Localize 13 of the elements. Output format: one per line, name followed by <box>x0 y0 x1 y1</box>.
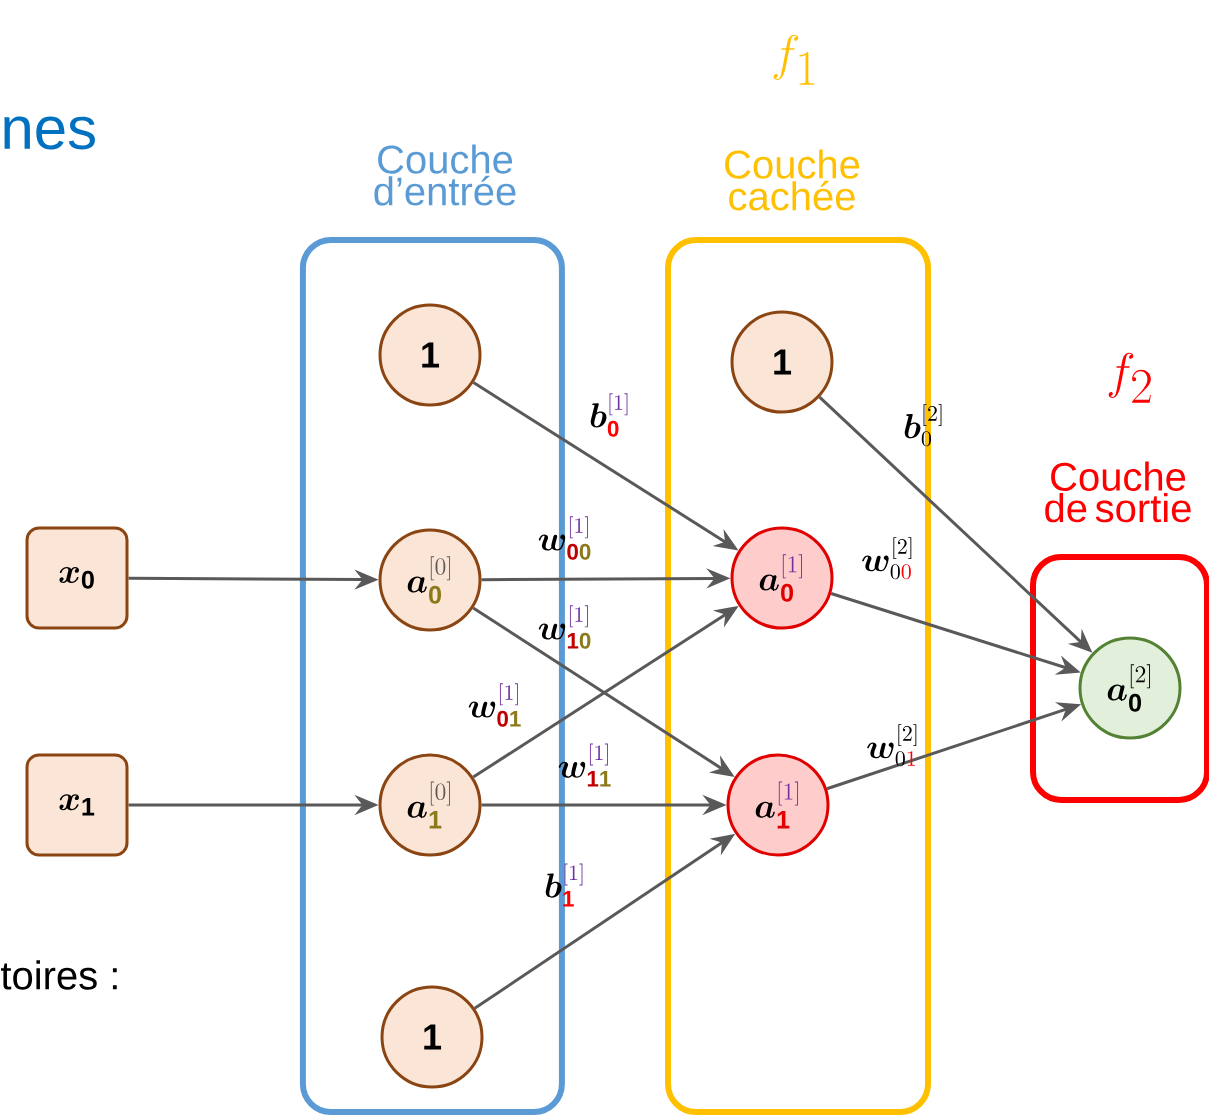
layer-heading: Couche de sortie <box>1045 461 1191 523</box>
cut-off-text: nes <box>4 116 95 150</box>
layer-heading: Couche d’entrée <box>374 144 516 206</box>
input-box: $\boldsymbol{x}_{\mathbf{1}}$ <box>25 753 129 857</box>
weight-label: $\boldsymbol{w}^{[2]}_{0\textcolor{red}{1}}$ <box>867 724 917 767</box>
weight-label: $\boldsymbol{w}^{\textcolor[HTML]{7030A0}{[1]}}_{\textcolor[HTML]{C00000}{\mathbf{0}}\textcolor[HTML]{8B7A1A}{\mathbf{1}}}$ <box>468 683 521 727</box>
layer-heading: Couche cachée <box>725 149 860 211</box>
layer-function: $f_{2}$ <box>1108 352 1151 403</box>
input-box: $\boldsymbol{x}_{\mathbf{0}}$ <box>25 526 129 630</box>
cut-off-text: toires : <box>1 960 117 990</box>
weight-label: $\boldsymbol{w}^{[2]}_{0\textcolor{red}{0}}$ <box>862 537 912 580</box>
weight-label: $\boldsymbol{b}^{\textcolor[HTML]{7030A0}{[1]}}_{\textcolor{red}{\mathbf{0}}}$ <box>590 393 628 437</box>
layer-function: $f_{1}$ <box>773 34 815 85</box>
